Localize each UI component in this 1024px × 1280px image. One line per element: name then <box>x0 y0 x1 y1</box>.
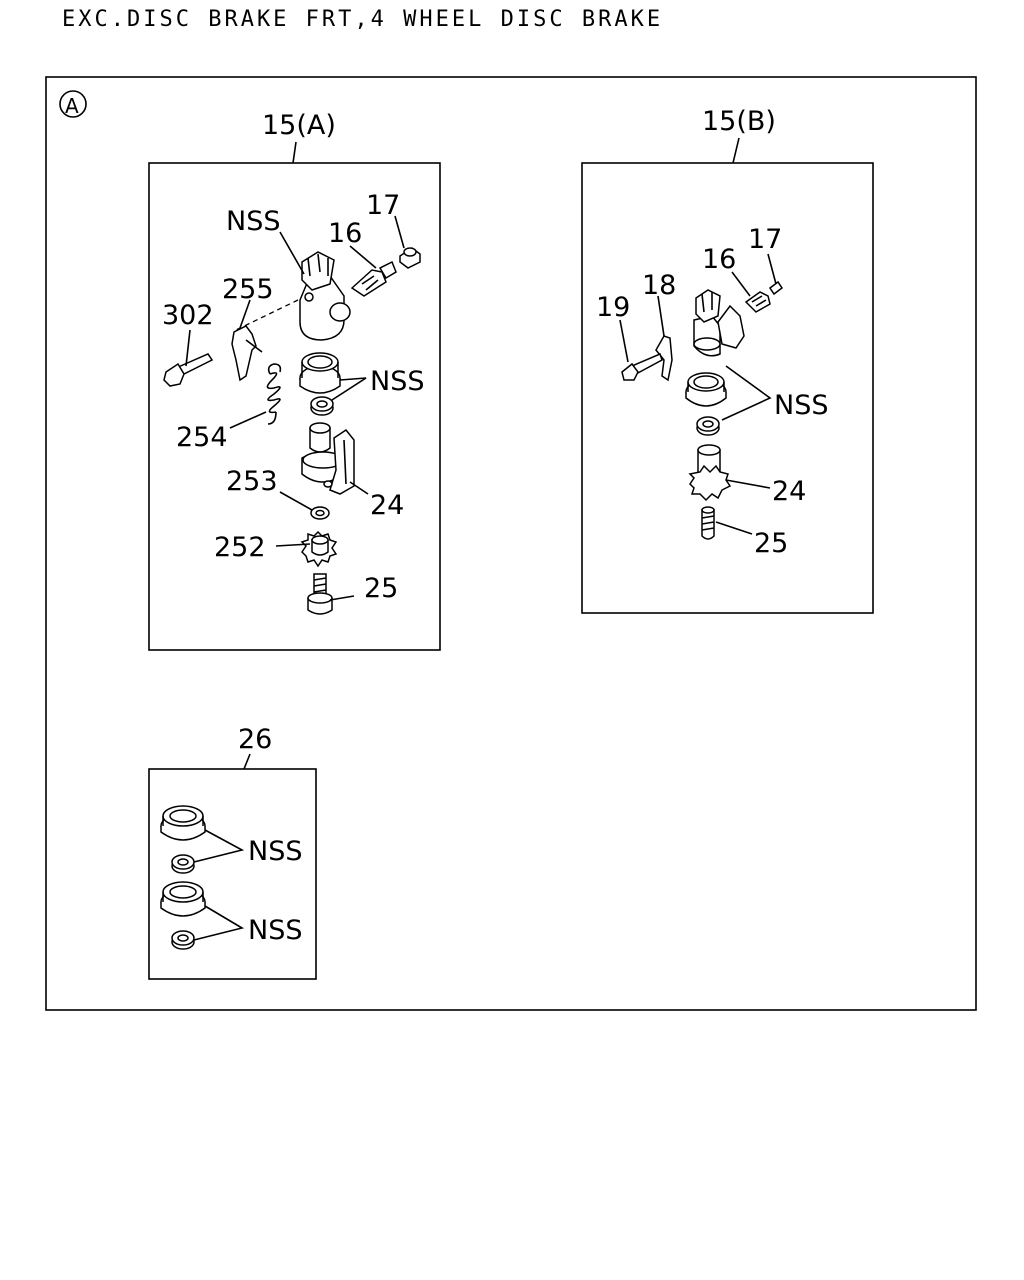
callout-252: 252 <box>214 532 266 563</box>
callout-nss: NSS <box>226 206 280 237</box>
outer-frame <box>45 76 977 1011</box>
spring-part <box>266 363 282 425</box>
bolt-part <box>621 352 663 381</box>
washer-part <box>310 396 334 416</box>
callout-nss: NSS <box>370 366 424 397</box>
callout-253: 253 <box>226 466 278 497</box>
callout-nss: NSS <box>248 836 302 867</box>
group-15b-box <box>581 162 874 614</box>
group-26: 26 NSS <box>148 724 317 980</box>
caliper-housing-part <box>299 251 351 341</box>
group-15a-box <box>148 162 441 651</box>
seal-part <box>685 372 727 407</box>
adjuster-gear-part <box>300 530 338 568</box>
callout-25: 25 <box>754 528 788 559</box>
group-15a-label: 15(A) <box>262 110 336 141</box>
callout-nss: NSS <box>774 390 828 421</box>
washer-part <box>696 416 720 436</box>
caliper-housing-part <box>693 289 745 357</box>
callout-18: 18 <box>642 270 676 301</box>
seal-part <box>160 881 206 917</box>
callout-16: 16 <box>328 218 362 249</box>
group-26-label: 26 <box>238 724 272 755</box>
svg-text:A: A <box>65 94 79 118</box>
seal-part <box>160 805 206 841</box>
bolt-part <box>163 353 214 387</box>
callout-25: 25 <box>364 573 398 604</box>
diagram-title: EXC.DISC BRAKE FRT,4 WHEEL DISC BRAKE <box>62 7 663 32</box>
bracket-part <box>655 335 673 382</box>
group-15b: 15(B) <box>581 106 874 614</box>
callout-16: 16 <box>702 244 736 275</box>
callout-254: 254 <box>176 422 228 453</box>
callout-nss: NSS <box>248 915 302 946</box>
group-26-box <box>148 768 317 980</box>
view-marker: A <box>59 90 87 118</box>
piston-part <box>301 422 355 495</box>
callout-302: 302 <box>162 300 214 331</box>
callout-17: 17 <box>748 224 782 255</box>
bleeder-cap-part <box>399 247 421 269</box>
bleeder-screw-part <box>744 291 771 313</box>
callout-24: 24 <box>370 490 404 521</box>
group-15a: 15(A) <box>148 110 441 651</box>
small-washer-part <box>310 506 330 520</box>
adjuster-screw-part <box>307 573 333 615</box>
callout-17: 17 <box>366 190 400 221</box>
group-15b-label: 15(B) <box>702 106 776 137</box>
seal-part <box>299 352 341 394</box>
lever-part <box>231 325 263 382</box>
piston-part <box>688 444 732 502</box>
callout-255: 255 <box>222 274 274 305</box>
adjuster-screw-part <box>701 506 715 540</box>
callout-24: 24 <box>772 476 806 507</box>
washer-part <box>171 930 195 950</box>
washer-part <box>171 854 195 874</box>
bleeder-screw-part <box>350 260 397 297</box>
callout-19: 19 <box>596 292 630 323</box>
